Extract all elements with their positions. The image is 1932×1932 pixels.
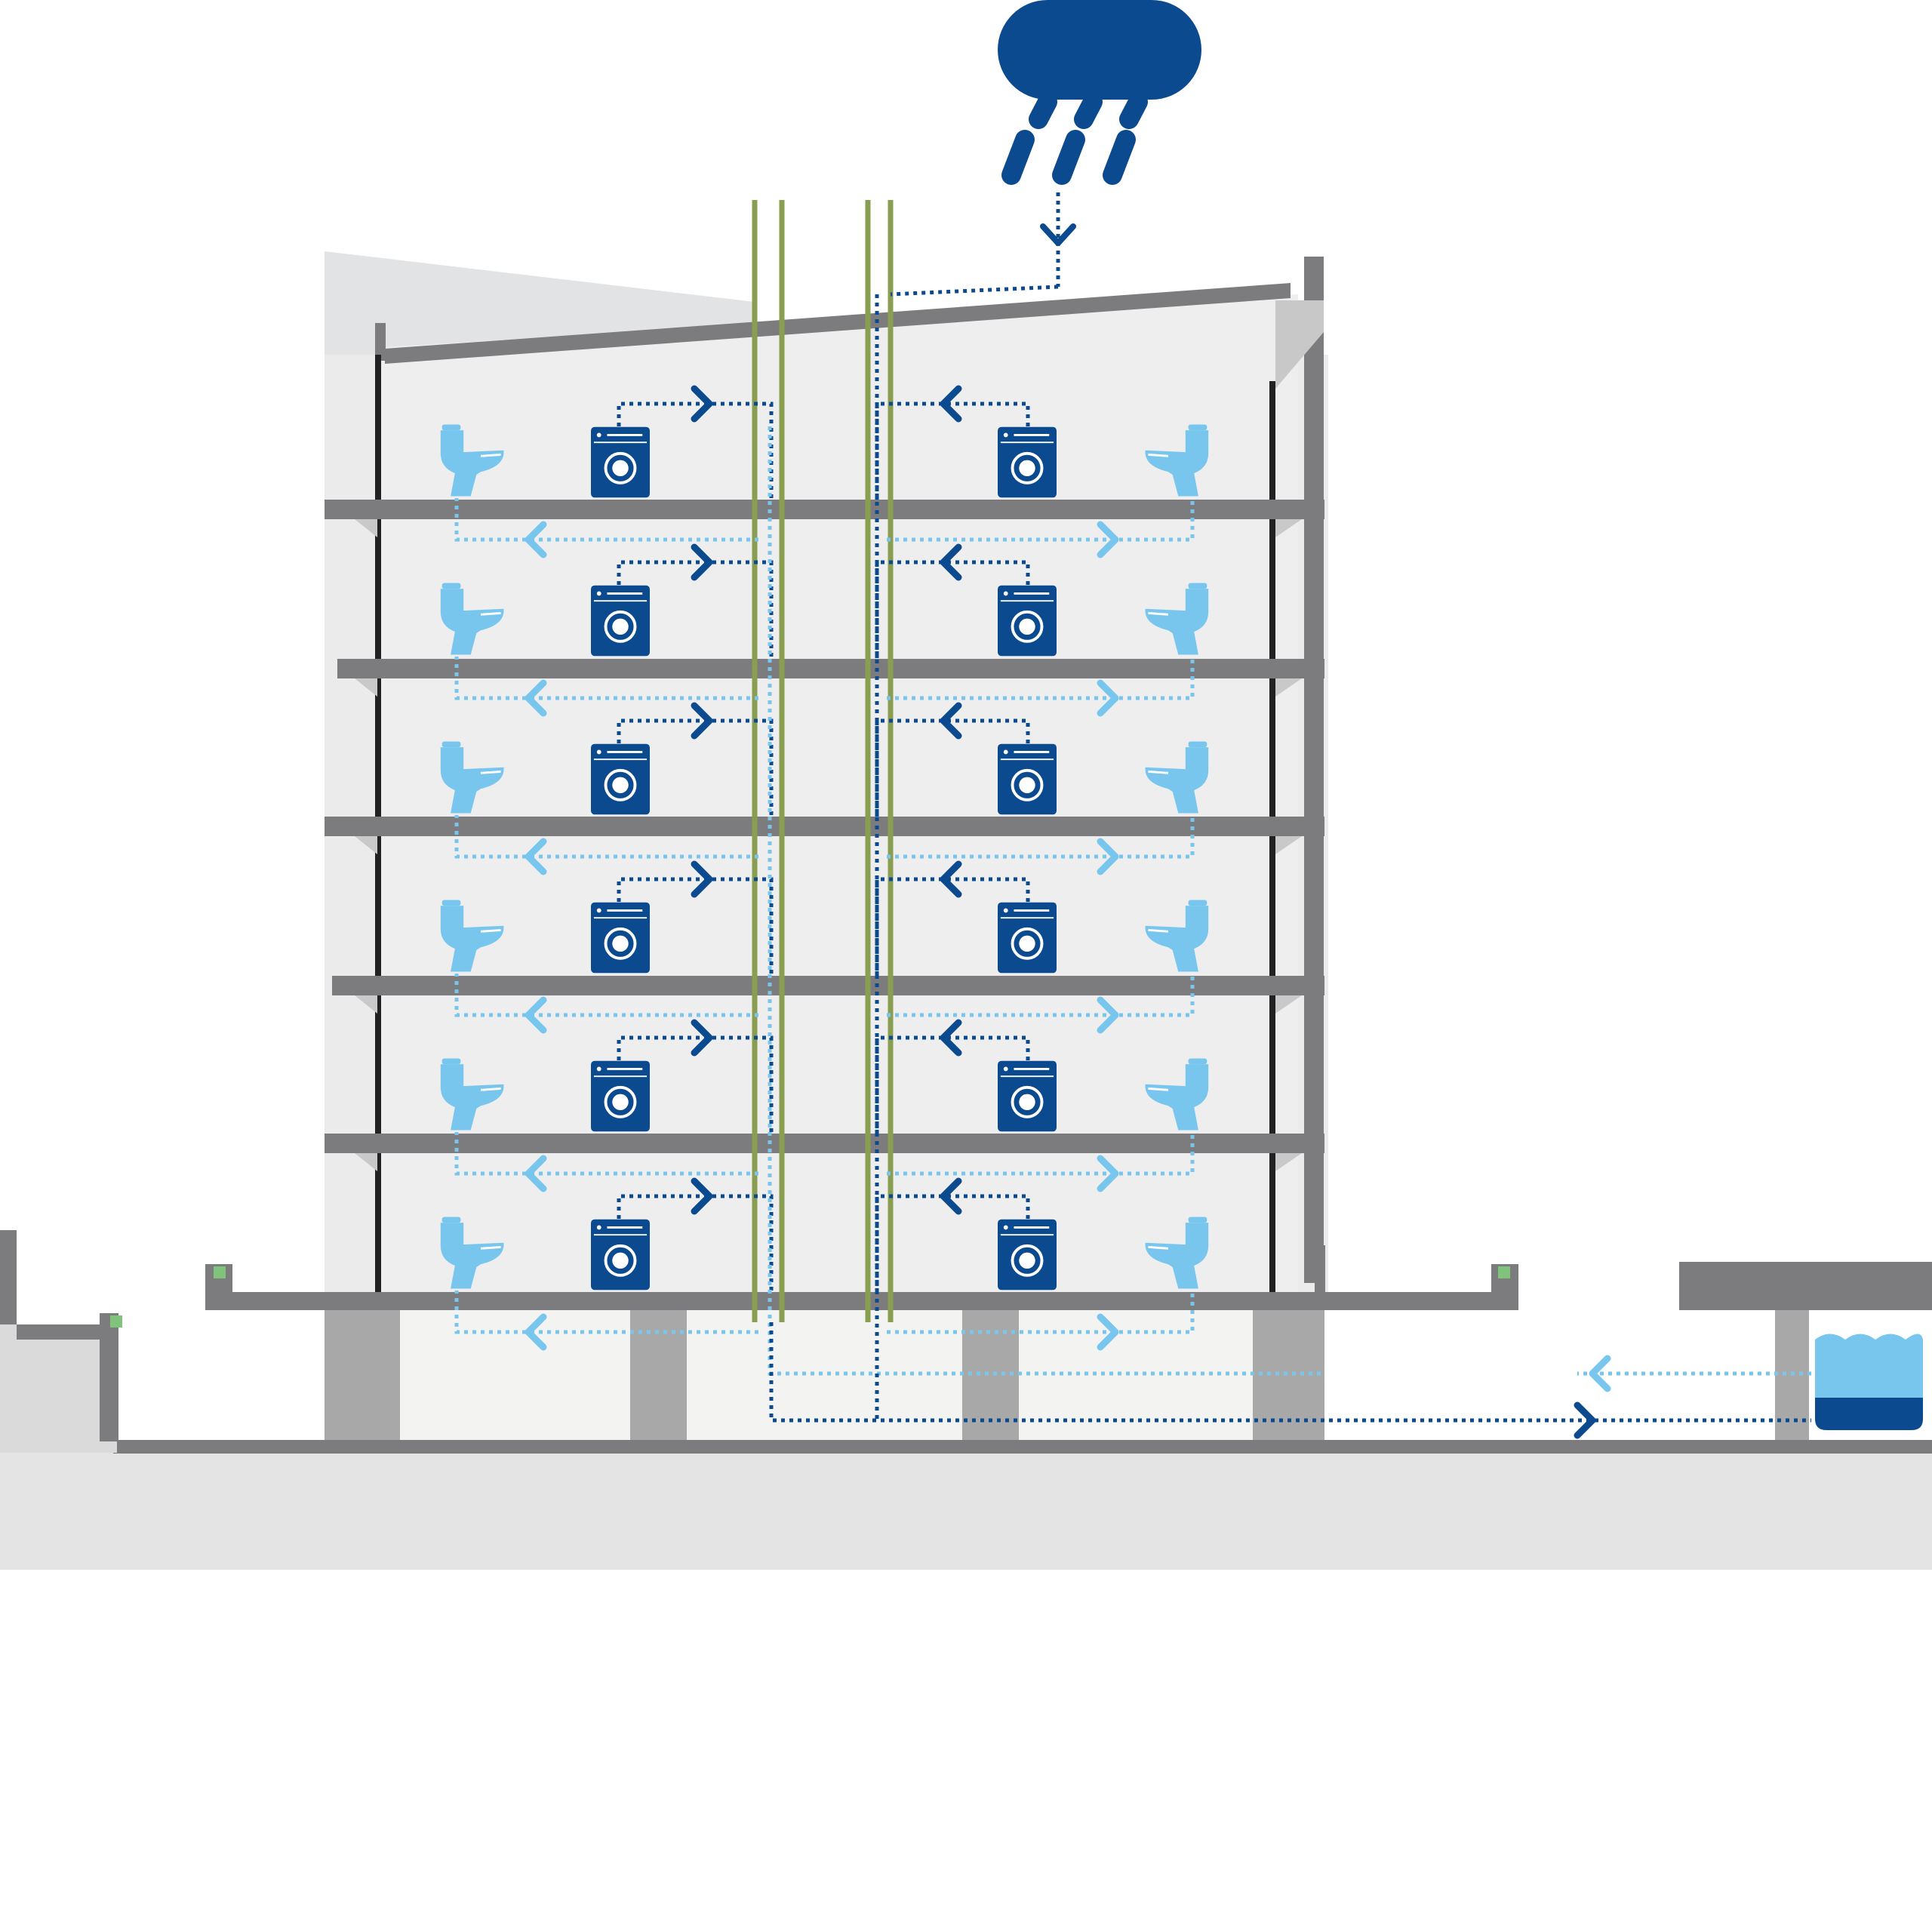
recycled-supply-line (887, 657, 1195, 700)
greywater-arrow-icon (691, 543, 713, 581)
greywater-arrow-icon (940, 1019, 962, 1057)
washing-machine-icon (591, 743, 650, 815)
recycled-supply-line (887, 815, 1195, 859)
supply-arrow-icon (525, 521, 547, 558)
recycled-supply-line (887, 1132, 1195, 1176)
washing-machine-icon (591, 585, 650, 657)
supply-arrow-icon (1097, 996, 1119, 1034)
rain-inlet-arrow (890, 192, 1076, 297)
recycled-supply-line (887, 974, 1195, 1017)
recycled-supply-line (454, 1132, 758, 1176)
recycled-supply-line (454, 498, 758, 542)
recycled-supply-line (454, 657, 758, 700)
greywater-drain-line (617, 1194, 774, 1294)
supply-arrow-icon (525, 679, 547, 717)
building (205, 251, 1518, 1440)
supply-arrow-icon (525, 838, 547, 875)
greywater-arrow-icon (691, 702, 713, 740)
greywater-arrow-icon (940, 702, 962, 740)
supply-arrow-icon (1097, 1313, 1119, 1351)
supply-arrow-icon (1589, 1355, 1611, 1392)
supply-arrow-icon (1097, 679, 1119, 717)
recycled-supply-line (454, 815, 758, 859)
washing-machine-icon (591, 426, 650, 498)
greywater-drain-line (875, 718, 1030, 819)
ground (0, 1440, 1932, 1570)
water-tank-icon (1815, 1334, 1923, 1430)
tank-shelter (1679, 1262, 1932, 1440)
greywater-drain-line (875, 1035, 1030, 1136)
recycled-supply-line (454, 1291, 758, 1334)
greywater-arrow-icon (940, 860, 962, 898)
washing-machine-icon (591, 902, 650, 974)
supply-arrow-icon (525, 996, 547, 1034)
rain-cloud-icon (998, 0, 1201, 185)
drain-arrow-icon (1574, 1401, 1596, 1439)
greywater-drain-line (875, 1194, 1030, 1294)
washing-machine-icon (998, 1060, 1057, 1132)
greywater-drain-line (875, 401, 1030, 502)
supply-arrow-icon (525, 1155, 547, 1192)
greywater-arrow-icon (940, 543, 962, 581)
greywater-drain-line (875, 877, 1030, 977)
greywater-drain-main (769, 1322, 1811, 1423)
supply-arrow-icon (1097, 1155, 1119, 1192)
supply-arrow-icon (525, 1313, 547, 1351)
greywater-drain-line (875, 560, 1030, 660)
recycled-supply-line (887, 498, 1195, 542)
greywater-arrow-icon (691, 1019, 713, 1057)
washing-machine-icon (591, 1219, 650, 1291)
washing-machine-icon (998, 1219, 1057, 1291)
greywater-arrow-icon (691, 1177, 713, 1215)
washing-machine-icon (998, 426, 1057, 498)
water-flow-lines (454, 294, 1811, 1439)
supply-arrow-icon (1097, 838, 1119, 875)
washing-machine-icon (591, 1060, 650, 1132)
neighbor-building-left (0, 1230, 122, 1453)
greywater-arrow-icon (940, 1177, 962, 1215)
greywater-drain-line (617, 1035, 774, 1136)
vertical-risers (752, 200, 894, 1322)
greywater-arrow-icon (940, 385, 962, 423)
washing-machine-icon (998, 743, 1057, 815)
washing-machine-icon (998, 902, 1057, 974)
washing-machine-icon (998, 585, 1057, 657)
recycled-supply-line (454, 974, 758, 1017)
recycled-supply-line (887, 1291, 1195, 1334)
greywater-arrow-icon (691, 385, 713, 423)
greywater-arrow-icon (691, 860, 713, 898)
supply-arrow-icon (1097, 521, 1119, 558)
